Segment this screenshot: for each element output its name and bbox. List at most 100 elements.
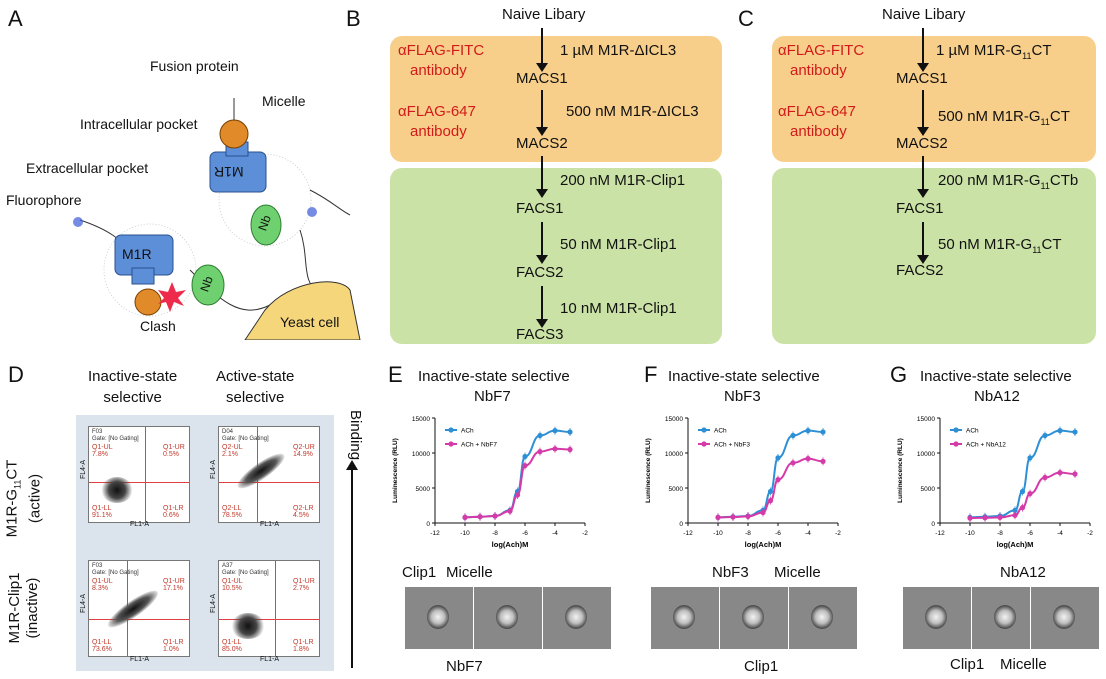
data-point	[537, 432, 543, 439]
y-axis-label: Luminescence (RLU)	[897, 438, 904, 503]
em-g-1	[902, 586, 972, 650]
y-tick-label: 0	[426, 521, 430, 528]
f-nb: NbF3	[724, 388, 761, 405]
b-step4-stage: FACS2	[516, 264, 564, 281]
data-point	[567, 429, 573, 435]
b-step1-conc: 1 µM M1R-ΔICL3	[560, 42, 677, 59]
data-point	[567, 446, 573, 453]
data-point	[552, 446, 558, 452]
receptor-upright-label: M1R	[122, 246, 152, 262]
data-point	[552, 428, 558, 434]
x-tick-label: -10	[965, 530, 975, 537]
facs-yaxis-4: FL4-A	[210, 593, 218, 614]
data-point	[805, 456, 811, 462]
c-antibody2: αFLAG-647	[778, 103, 856, 120]
x-tick-label: -2	[1087, 530, 1093, 537]
binding-label: Binding	[347, 410, 364, 461]
x-axis-label: log(Ach)M	[492, 540, 529, 549]
y-tick-label: 15000	[917, 416, 935, 423]
c-step2-conc: 500 nM M1R-G11CT	[938, 108, 1070, 127]
x-tick-label: -6	[522, 530, 528, 537]
y-tick-label: 15000	[665, 416, 683, 423]
yeast-cell-label: Yeast cell	[280, 314, 340, 330]
data-point	[492, 513, 498, 519]
y-tick-label: 0	[931, 521, 935, 528]
x-tick-label: -8	[997, 530, 1003, 537]
data-point	[477, 514, 483, 520]
data-point	[730, 514, 736, 520]
data-point	[715, 514, 721, 520]
c-arrow-1	[917, 28, 929, 72]
data-point	[767, 498, 774, 504]
y-tick-label: 5000	[669, 486, 684, 493]
panel-a-label: A	[8, 6, 23, 31]
d-row1-label: M1R-G11CT(active)	[3, 459, 44, 538]
legend-marker-0	[953, 427, 959, 433]
c-arrow-4	[917, 222, 929, 264]
macs-box-b	[390, 36, 722, 162]
b-step4-conc: 50 nM M1R-Clip1	[560, 236, 677, 253]
data-point	[1019, 488, 1026, 495]
data-point	[767, 488, 774, 495]
data-point	[820, 458, 826, 464]
e-em-label-3: NbF7	[446, 658, 483, 675]
receptor-inverted-label: M1R	[214, 164, 244, 180]
e-em-label-1: Clip1	[402, 564, 437, 581]
x-tick-label: -12	[935, 530, 945, 537]
data-point	[522, 463, 528, 469]
legend-marker-0	[701, 427, 707, 433]
binding-arrow	[351, 468, 353, 668]
intracellular-pocket-label: Intracellular pocket	[80, 116, 198, 132]
x-tick-label: -6	[775, 530, 781, 537]
x-tick-label: -10	[713, 530, 723, 537]
x-tick-label: -8	[492, 530, 498, 537]
c-arrow-3	[917, 156, 929, 198]
data-point	[1042, 432, 1048, 439]
data-point	[745, 513, 751, 519]
micelle-label: Micelle	[262, 93, 306, 109]
legend-marker-0	[448, 427, 454, 433]
legend-label-1: ACh + NbA12	[966, 442, 1006, 449]
c-arrow-2	[917, 90, 929, 136]
c-step3-conc: 200 nM M1R-G11CTb	[938, 172, 1079, 191]
x-tick-label: -6	[1027, 530, 1033, 537]
b-step5-conc: 10 nM M1R-Clip1	[560, 300, 677, 317]
panel-b-label: B	[346, 6, 361, 31]
facs-yaxis-3: FL4-A	[80, 593, 88, 614]
em-f-1	[650, 586, 720, 650]
legend-marker-1	[701, 441, 707, 447]
data-point	[982, 515, 988, 521]
panel-e-label: E	[388, 362, 403, 387]
c-step3-stage: FACS1	[896, 200, 944, 217]
data-point	[967, 515, 973, 521]
b-arrow-4	[536, 222, 548, 264]
x-tick-label: -12	[683, 530, 693, 537]
fluorophore-label: Fluorophore	[6, 192, 82, 208]
data-point	[507, 508, 513, 514]
b-step2-conc: 500 nM M1R-ΔICL3	[566, 103, 699, 120]
x-tick-label: -2	[835, 530, 841, 537]
x-tick-label: -2	[582, 530, 588, 537]
f-em-label-2: Micelle	[774, 564, 821, 581]
data-point	[805, 428, 811, 434]
d-row2-label: M1R-Clip1(inactive)	[6, 572, 41, 644]
b-antibody1: αFLAG-FITC	[398, 42, 485, 59]
binding-arrow-head	[346, 460, 358, 470]
fusion-protein-label: Fusion protein	[150, 58, 239, 74]
panel-c-label: C	[738, 6, 754, 31]
chart-f: 050001000015000-12-10-8-6-4-2log(Ach)MLu…	[645, 416, 841, 549]
x-tick-label: -12	[430, 530, 440, 537]
y-axis-label: Luminescence (RLU)	[645, 438, 652, 503]
data-point	[1042, 474, 1048, 481]
b-arrow-3	[536, 156, 548, 198]
b-antibody2-sub: antibody	[410, 123, 467, 140]
x-tick-label: -8	[745, 530, 751, 537]
data-point	[1057, 470, 1063, 476]
panel-f-label: F	[644, 362, 658, 387]
b-arrow-1	[536, 28, 548, 72]
y-tick-label: 10000	[412, 451, 430, 458]
x-tick-label: -10	[460, 530, 470, 537]
